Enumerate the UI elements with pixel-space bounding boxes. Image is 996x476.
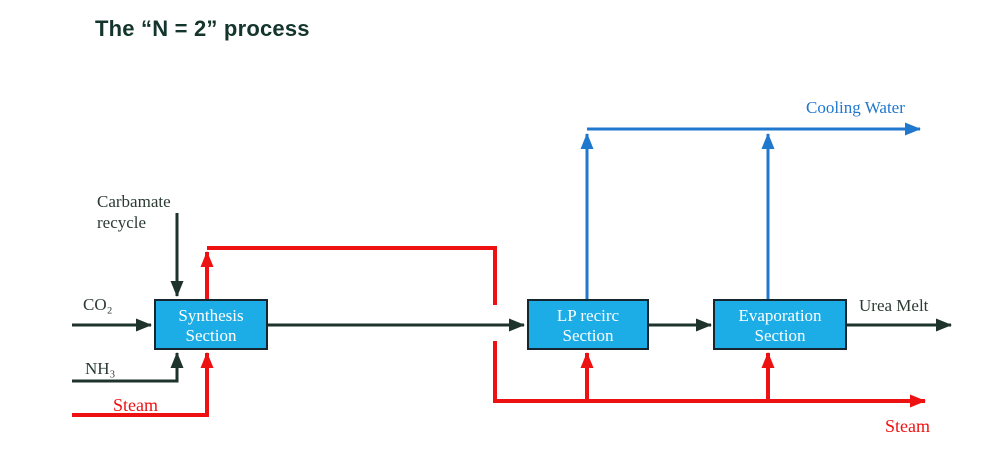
lp-recirc-section-box	[527, 299, 649, 350]
carbamate-recycle-label-line2: recycle	[97, 213, 146, 232]
evaporation-section-box	[713, 299, 847, 350]
synthesis-section-label-line2: Section	[186, 326, 237, 345]
lp-recirc-section-label-line1: LP recirc	[557, 306, 620, 325]
steam-supply-line-left	[72, 352, 214, 417]
urea-melt-label: Urea Melt	[859, 296, 929, 315]
synthesis-section-box	[154, 299, 268, 350]
evaporation-section-label-line2: Section	[755, 326, 806, 345]
diagram-title: The “N = 2” process	[95, 16, 310, 41]
lp-recirc-section-label-line2: Section	[563, 326, 614, 345]
steam-left-label: Steam	[113, 395, 158, 415]
steam-right-label: Steam	[885, 416, 930, 436]
carbamate-recycle-label-line1: Carbamate	[97, 192, 171, 211]
cooling-water-label: Cooling Water	[806, 98, 905, 117]
evaporation-section-label-line1: Evaporation	[738, 306, 822, 325]
steam-main-line-right	[493, 341, 926, 408]
synthesis-section-label-line1: Synthesis	[178, 306, 243, 325]
nh3-label: NH₃	[85, 359, 116, 378]
nh3-feed-arrow	[72, 352, 184, 383]
steam-transfer-line-upper	[207, 246, 497, 305]
co2-label: CO₂	[83, 295, 113, 314]
